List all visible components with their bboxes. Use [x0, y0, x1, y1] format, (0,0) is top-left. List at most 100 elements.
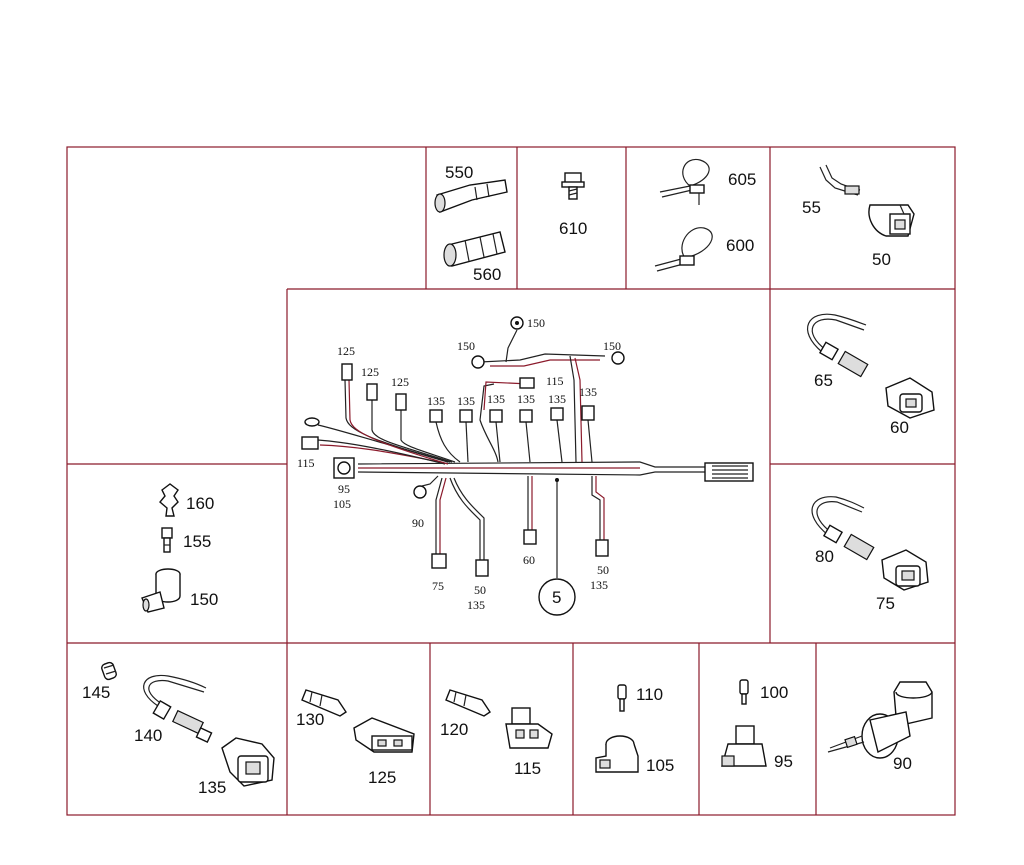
plug-550[interactable]	[434, 179, 508, 213]
connector-125[interactable]	[353, 717, 415, 753]
harness-plug-50b	[595, 539, 609, 557]
harness-label-115b: 115	[297, 456, 315, 470]
cable-tie-600[interactable]	[654, 227, 713, 272]
cell-55-50: 55 50	[802, 164, 915, 269]
cell-605-600: 605 600	[654, 158, 756, 272]
seal-130[interactable]	[301, 689, 347, 717]
cell-120-115: 120 115	[440, 689, 553, 778]
cell-90: 90	[827, 681, 933, 773]
label-120: 120	[440, 720, 468, 739]
harness-label-135g: 135	[467, 598, 485, 612]
label-95: 95	[774, 752, 793, 771]
connector-75[interactable]	[881, 549, 929, 591]
harness-label-150-left: 150	[457, 339, 475, 353]
harness-plug-125b	[366, 383, 378, 401]
harness-plug-115a	[519, 377, 535, 389]
connector-135[interactable]	[221, 737, 275, 787]
pigtail-65[interactable]	[806, 313, 869, 378]
screw-610[interactable]	[561, 172, 585, 200]
harness-plug-135c	[489, 409, 503, 423]
terminal-55[interactable]	[819, 164, 861, 196]
cell-550-560: 550 560	[434, 163, 508, 284]
label-150: 150	[190, 590, 218, 609]
harness-plug-135f	[581, 405, 595, 421]
harness-label-115a: 115	[546, 374, 564, 388]
cell-110-105: 110 105	[595, 684, 674, 775]
label-600: 600	[726, 236, 754, 255]
label-130: 130	[296, 710, 324, 729]
label-100: 100	[760, 683, 788, 702]
main-connector[interactable]	[704, 462, 754, 482]
grid-frame	[66, 146, 956, 816]
seal-145[interactable]	[101, 661, 118, 681]
label-55: 55	[802, 198, 821, 217]
harness-label-135d: 135	[517, 392, 535, 406]
item-5-circle[interactable]	[538, 578, 576, 616]
harness-label-135f: 135	[579, 385, 597, 399]
sensor-95[interactable]	[721, 725, 767, 767]
label-610: 610	[559, 219, 587, 238]
connector-50[interactable]	[868, 204, 915, 237]
label-560: 560	[473, 265, 501, 284]
pigtail-80[interactable]	[811, 496, 875, 561]
harness-label-150-right: 150	[603, 339, 621, 353]
sensor-100[interactable]	[739, 679, 749, 705]
pigtail-140[interactable]	[143, 674, 213, 743]
label-110: 110	[636, 685, 663, 704]
sensor-110[interactable]	[617, 684, 627, 712]
harness-plug-125c	[395, 393, 407, 411]
seal-120[interactable]	[445, 689, 491, 717]
harness-plug-125a	[341, 363, 353, 381]
harness-plug-90	[413, 485, 427, 499]
cell-130-125: 130 125	[296, 689, 415, 787]
harness-ring-150-right	[611, 351, 625, 365]
harness-plug-135a	[429, 409, 443, 423]
label-605: 605	[728, 170, 756, 189]
cell-80-75: 80 75	[811, 496, 929, 613]
pin-155[interactable]	[161, 527, 173, 553]
cell-160-155-150: 160 155 150	[141, 483, 218, 613]
label-140: 140	[134, 726, 162, 745]
cell-100-95: 100 95	[721, 679, 793, 771]
label-135: 135	[198, 778, 226, 797]
harness-plug-135e	[550, 407, 564, 421]
label-65: 65	[814, 371, 833, 390]
item-5-label: 5	[552, 588, 561, 607]
harness-label-135c: 135	[487, 392, 505, 406]
label-550: 550	[445, 163, 473, 182]
harness-label-50b: 50	[597, 563, 609, 577]
cell-610: 610	[559, 172, 587, 238]
harness-label-135e: 135	[548, 392, 566, 406]
plug-560[interactable]	[443, 231, 506, 267]
label-75: 75	[876, 594, 895, 613]
harness-plug-135b	[459, 409, 473, 423]
label-60: 60	[890, 418, 909, 437]
cable-tie-605[interactable]	[659, 158, 710, 205]
wiring-harness: 150 150 150 125 125 125 115 115 135 135 …	[297, 316, 754, 616]
harness-label-75: 75	[432, 579, 444, 593]
connector-115[interactable]	[505, 707, 553, 749]
harness-label-135b: 135	[457, 394, 475, 408]
harness-label-125c: 125	[391, 375, 409, 389]
sensor-90[interactable]	[827, 681, 933, 759]
label-125: 125	[368, 768, 396, 787]
harness-label-125b: 125	[361, 365, 379, 379]
harness-label-105: 105	[333, 497, 351, 511]
harness-plug-115b	[301, 436, 319, 450]
label-80: 80	[815, 547, 834, 566]
harness-label-125a: 125	[337, 344, 355, 358]
connector-60[interactable]	[885, 377, 935, 419]
label-145: 145	[82, 683, 110, 702]
harness-label-60: 60	[523, 553, 535, 567]
harness-ring-150	[510, 316, 524, 330]
harness-ring-150-left	[471, 355, 485, 369]
harness-label-150-top: 150	[527, 316, 545, 330]
sensor-105[interactable]	[595, 735, 639, 773]
harness-label-50a: 50	[474, 583, 486, 597]
label-90: 90	[893, 754, 912, 773]
harness-label-135h: 135	[590, 578, 608, 592]
connector-150[interactable]	[141, 568, 181, 613]
clip-160[interactable]	[159, 483, 179, 517]
harness-label-95: 95	[338, 482, 350, 496]
label-160: 160	[186, 494, 214, 513]
